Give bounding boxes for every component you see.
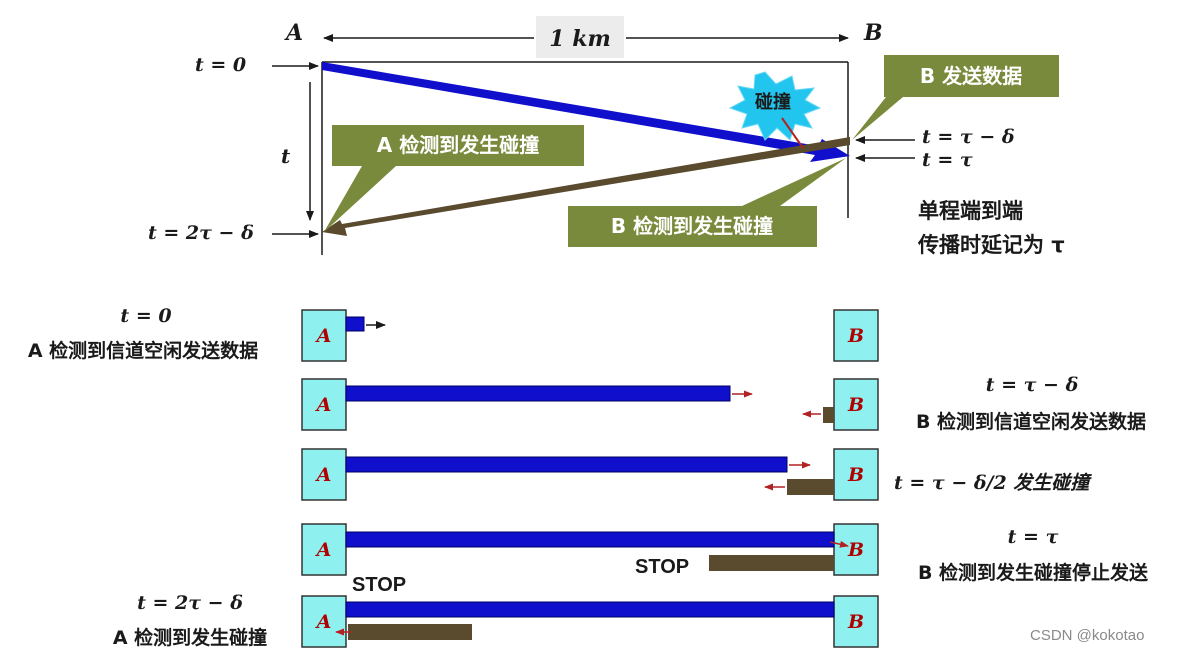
stage-4-node-a-label: A — [315, 539, 332, 561]
stage-4-signal-b — [709, 555, 834, 571]
stage-4-arrow-a — [829, 540, 849, 548]
callout-b-send-text: B 发送数据 — [920, 64, 1022, 88]
label-t-tau-minus: t = τ − δ — [922, 126, 1015, 148]
stage-5-node-b-label: B — [847, 611, 864, 633]
stage-3: A B t = τ − δ/2 发生碰撞 — [301, 448, 1092, 501]
stage-3-node-b — [833, 448, 879, 501]
stage-5-desc: A 检测到发生碰撞 — [113, 626, 267, 649]
stage-5-signal-a — [345, 601, 835, 618]
stage-1-time: t = 0 — [120, 305, 171, 327]
stage-4: A B STOP t = τ B 检测到发生碰撞停止发送 — [301, 523, 1149, 584]
stage-5-time: t = 2τ − δ — [137, 592, 243, 614]
label-t-tau: t = τ — [922, 149, 973, 171]
stage-5-node-a-label: A — [315, 611, 332, 633]
collision-burst-label: 碰撞 — [755, 91, 791, 113]
stage-1-node-a-label: A — [315, 325, 332, 347]
stage-3-node-a-label: A — [315, 464, 332, 486]
stage-4-desc: B 检测到发生碰撞停止发送 — [918, 561, 1149, 584]
note-line2: 传播时延记为 τ — [917, 233, 1065, 257]
stage-3-node-b-label: B — [847, 464, 864, 486]
label-point-b: B — [863, 20, 883, 46]
stage-1-desc: A 检测到信道空闲发送数据 — [28, 339, 258, 362]
stage-2-signal-b — [823, 407, 834, 423]
stage-4-stop-b: STOP — [635, 556, 689, 578]
label-point-a: A — [284, 20, 303, 46]
stage-2-node-a — [301, 378, 347, 431]
stage-1-node-a — [301, 309, 347, 362]
callout-b-detect — [568, 206, 817, 247]
distance-label: 1 km — [549, 26, 611, 52]
stage-3-signal-b — [787, 479, 834, 495]
note-line1: 单程端到端 — [918, 199, 1023, 223]
stage-1-signal-a — [345, 316, 365, 332]
label-t0: t = 0 — [195, 54, 246, 76]
callout-b-detect-text: B 检测到发生碰撞 — [611, 214, 773, 238]
collision-burst-icon — [728, 71, 822, 141]
stage-2-node-b-label: B — [847, 394, 864, 416]
signal-a-to-b — [322, 62, 850, 162]
stage-4-node-b-label: B — [847, 539, 864, 561]
stage-5-node-a — [301, 595, 347, 648]
collision-pointer — [781, 117, 804, 149]
stage-2-signal-a — [345, 385, 731, 402]
stage-2-time: t = τ − δ — [986, 374, 1079, 396]
signal-b-to-a — [322, 137, 850, 236]
stage-1-node-b — [833, 309, 879, 362]
stage-5: STOP A B t = 2τ − δ A 检测到发生碰撞 — [113, 574, 879, 649]
label-t-axis: t — [281, 144, 291, 168]
stage-5-node-b — [833, 595, 879, 648]
stage-3-node-a — [301, 448, 347, 501]
space-time-diagram: A B 1 km t = 0 t t = 2τ − δ 碰撞 B 发送数据 A … — [148, 16, 1065, 257]
stage-3-desc: t = τ − δ/2 发生碰撞 — [894, 472, 1092, 494]
stage-5-signal-b — [348, 624, 472, 640]
watermark: CSDN @kokotao — [1030, 627, 1144, 644]
stage-1: t = 0 A 检测到信道空闲发送数据 A B — [28, 305, 879, 362]
stage-2-node-b — [833, 378, 879, 431]
stage-2: A B t = τ − δ B 检测到信道空闲发送数据 — [301, 374, 1146, 433]
callout-b-send-pointer — [852, 97, 903, 140]
label-t-2tau: t = 2τ − δ — [148, 222, 254, 244]
callout-b-detect-pointer — [742, 158, 846, 206]
stage-2-node-a-label: A — [315, 394, 332, 416]
stage-4-signal-a — [345, 531, 835, 548]
stage-4-time: t = τ — [1008, 526, 1059, 548]
callout-b-send — [884, 55, 1059, 97]
callout-a-detect-text: A 检测到发生碰撞 — [377, 133, 539, 157]
stage-2-desc: B 检测到信道空闲发送数据 — [916, 410, 1146, 433]
callout-a-detect-pointer — [324, 166, 396, 232]
stage-4-node-b — [833, 523, 879, 576]
stage-diagrams: t = 0 A 检测到信道空闲发送数据 A B A B t = τ − δ B … — [28, 305, 1149, 649]
stage-5-stop-a: STOP — [352, 574, 406, 596]
callout-a-detect — [332, 125, 584, 166]
distance-label-bg — [536, 16, 624, 58]
stage-1-node-b-label: B — [847, 325, 864, 347]
stage-3-signal-a — [345, 456, 788, 473]
stage-4-node-a — [301, 523, 347, 576]
